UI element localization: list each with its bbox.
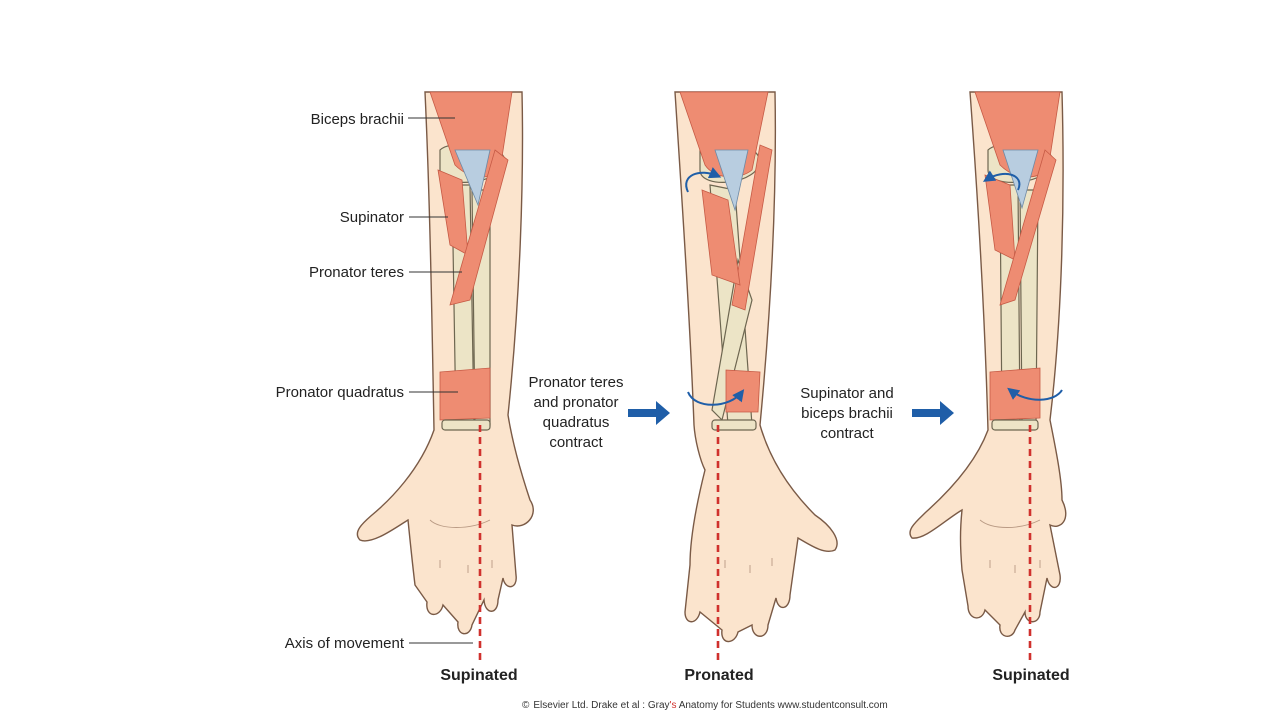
copyright-text-b: 's xyxy=(670,700,677,711)
step2-line-3: contract xyxy=(820,425,874,442)
wrist-bones xyxy=(711,419,757,431)
step1-text: Pronator teres and pronator quadratus co… xyxy=(528,374,623,451)
finger-creases xyxy=(724,558,773,573)
rotation-arrow-lower xyxy=(687,389,745,406)
step1-line-1: Pronator teres xyxy=(528,374,623,391)
pronator-teres-muscle xyxy=(731,144,773,311)
step1-line-3: quadratus xyxy=(543,414,610,431)
palm-crease xyxy=(979,519,1041,528)
biceps-tendon xyxy=(454,149,491,207)
pronator-quadratus-muscle xyxy=(439,367,491,421)
copyright-symbol: © xyxy=(522,700,530,711)
label-pronator-quadratus: Pronator quadratus xyxy=(276,384,404,401)
copyright-text-c: Anatomy for Students www.studentconsult.… xyxy=(676,700,887,711)
finger-creases xyxy=(989,560,1041,573)
wrist-bones xyxy=(441,419,491,431)
label-axis-of-movement: Axis of movement xyxy=(285,635,405,652)
copyright-text-a: Elsevier Ltd. Drake et al : Gray xyxy=(533,700,669,711)
wrist-bones xyxy=(991,419,1039,431)
arrow-right-icon xyxy=(912,401,954,425)
biceps-tendon xyxy=(714,149,749,212)
arm-pronated-middle xyxy=(674,91,838,662)
caption-right: Supinated xyxy=(992,667,1069,684)
step2-line-1: Supinator and xyxy=(800,385,893,402)
copyright-line: ©Elsevier Ltd. Drake et al : Gray's Anat… xyxy=(522,700,888,711)
step2-line-2: biceps brachii xyxy=(801,405,893,422)
label-biceps-brachii: Biceps brachii xyxy=(311,111,404,128)
label-supinator: Supinator xyxy=(340,209,404,226)
arm-supinated-left xyxy=(356,91,534,662)
step1-line-4: contract xyxy=(549,434,603,451)
rotation-arrow-upper xyxy=(982,170,1021,191)
step2-text: Supinator and biceps brachii contract xyxy=(800,385,893,442)
pronator-quadratus-muscle xyxy=(725,369,761,413)
palm-crease xyxy=(429,519,491,528)
arm-supinated-right xyxy=(909,91,1067,662)
pronator-teres-muscle xyxy=(449,149,509,306)
biceps-tendon xyxy=(1002,149,1039,210)
finger-creases xyxy=(439,560,493,573)
arrow-right-icon xyxy=(628,401,670,425)
supinator-muscle xyxy=(701,189,741,286)
rotation-arrow-upper xyxy=(685,167,722,193)
caption-left: Supinated xyxy=(440,667,517,684)
label-pronator-teres: Pronator teres xyxy=(309,264,404,281)
step1-line-2: and pronator xyxy=(533,394,618,411)
pronator-teres-muscle xyxy=(999,149,1057,306)
caption-middle: Pronated xyxy=(684,667,753,684)
rotation-arrow-lower xyxy=(1007,387,1063,401)
